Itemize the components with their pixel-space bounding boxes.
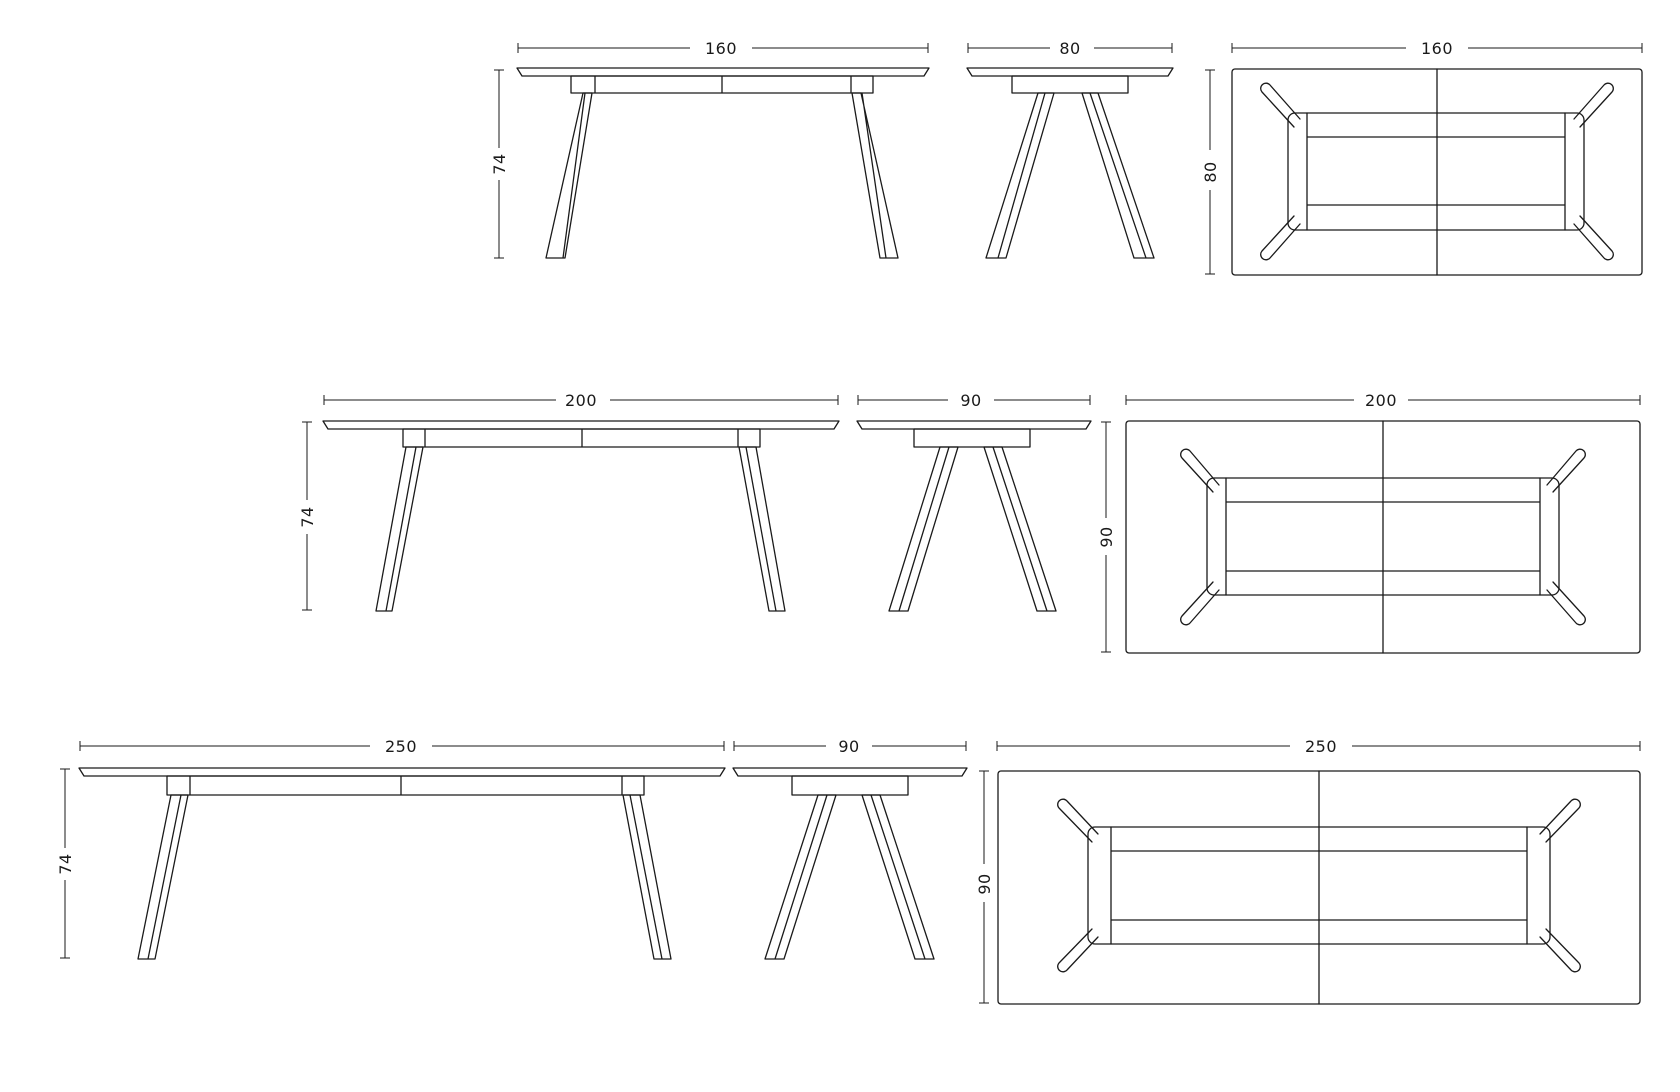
front-width-label: 200 xyxy=(565,391,597,410)
top-depth-label: 80 xyxy=(1201,161,1220,182)
front-width-label: 250 xyxy=(385,737,417,756)
top-depth-label: 90 xyxy=(1097,526,1116,547)
top-view: 200 90 xyxy=(1097,391,1641,654)
top-view: 160 80 xyxy=(1201,39,1643,276)
front-height-label: 74 xyxy=(298,506,317,527)
front-height-label: 74 xyxy=(56,853,75,874)
top-width-label: 160 xyxy=(1421,39,1453,58)
row-table-200: 200 74 90 200 90 xyxy=(298,391,1641,654)
front-view: 160 74 xyxy=(490,39,930,259)
top-width-label: 200 xyxy=(1365,391,1397,410)
row-table-160: 160 74 80 160 80 xyxy=(490,39,1643,276)
front-height-label: 74 xyxy=(490,153,509,174)
front-view: 250 74 xyxy=(56,737,726,960)
front-width-label: 160 xyxy=(705,39,737,58)
top-view: 250 90 xyxy=(975,737,1641,1005)
side-width-label: 90 xyxy=(838,737,859,756)
front-view: 200 74 xyxy=(298,391,840,612)
side-view: 80 xyxy=(966,39,1174,259)
side-view: 90 xyxy=(732,737,968,960)
side-width-label: 90 xyxy=(960,391,981,410)
top-depth-label: 90 xyxy=(975,873,994,894)
side-view: 90 xyxy=(856,391,1092,612)
row-table-250: 250 74 90 250 90 xyxy=(56,737,1641,1005)
top-width-label: 250 xyxy=(1305,737,1337,756)
side-width-label: 80 xyxy=(1059,39,1080,58)
